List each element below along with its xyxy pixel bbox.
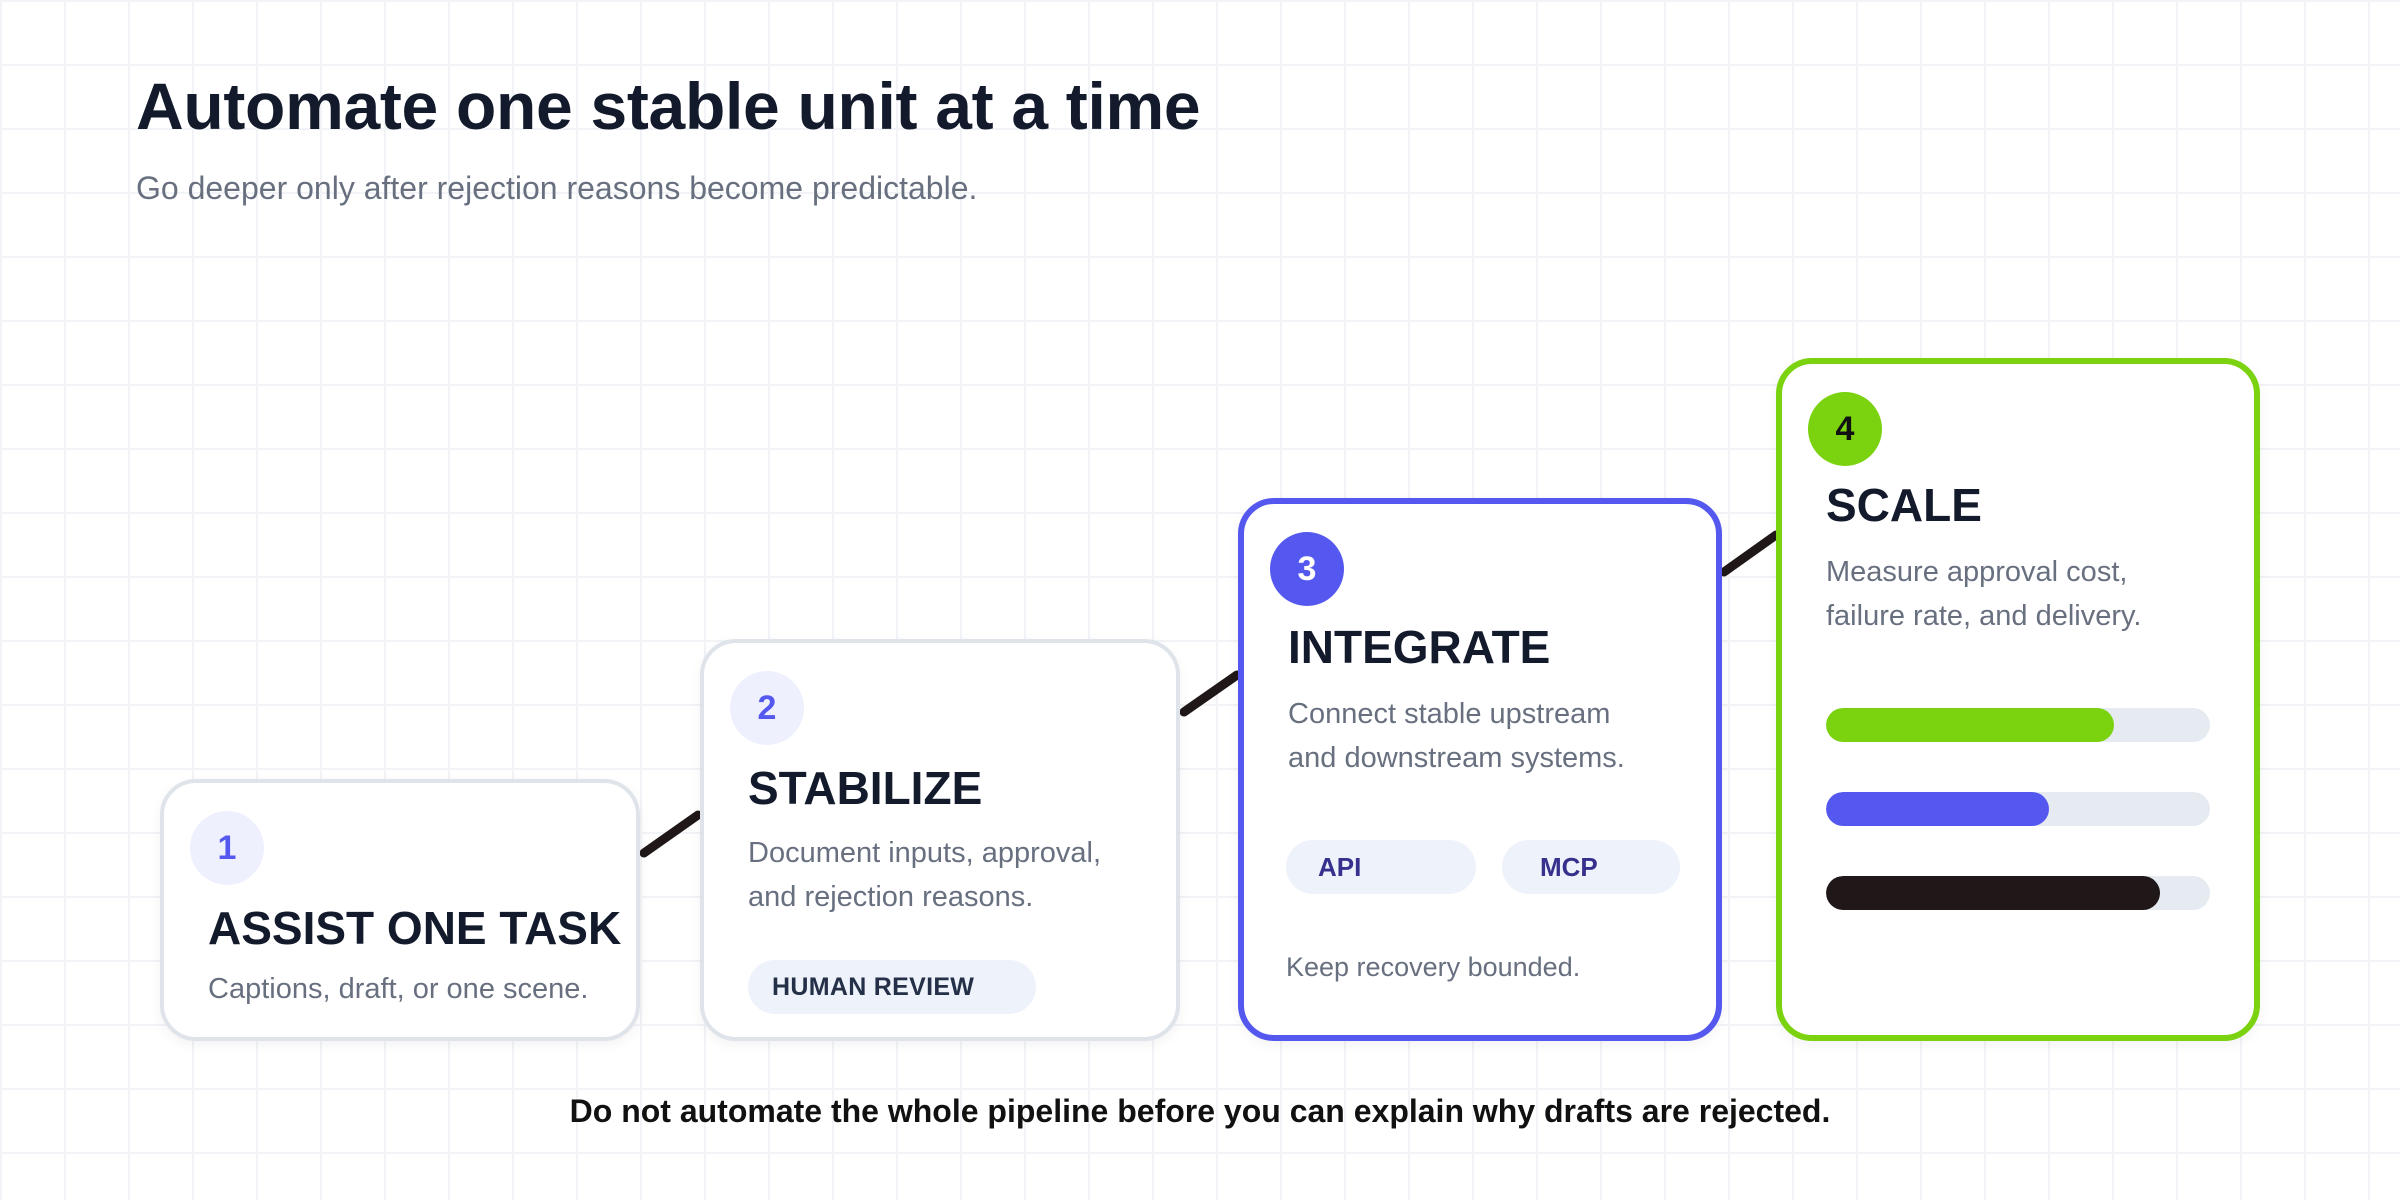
footer-note: Do not automate the whole pipeline befor… — [569, 1093, 1831, 1129]
step-description: Connect stable upstream and downstream s… — [1288, 692, 1625, 780]
step-description-line: Captions, draft, or one scene. — [208, 973, 589, 1005]
connector-1-2 — [639, 810, 703, 858]
metric-bar-fill — [1826, 708, 2114, 742]
metric-bar-fill — [1826, 792, 2049, 826]
step-description-line: and rejection reasons. — [748, 881, 1034, 913]
step-title: ASSIST ONE TASK — [208, 902, 622, 954]
step-note: Keep recovery bounded. — [1286, 952, 1581, 982]
page-title: Automate one stable unit at a time — [136, 69, 1201, 143]
connector-2-3 — [1179, 670, 1242, 717]
step-description-line: Document inputs, approval, — [748, 837, 1102, 869]
step-number-badge: 3 — [1270, 532, 1344, 606]
step-description-line: Measure approval cost, — [1826, 556, 2128, 588]
metric-bar — [1826, 876, 2210, 910]
step-title: INTEGRATE — [1288, 621, 1551, 673]
metric-bar — [1826, 708, 2210, 742]
step-card-scale: 4 SCALE Measure approval cost, failure r… — [1776, 358, 2260, 1041]
step-number-badge: 1 — [190, 811, 264, 885]
step-description-line: failure rate, and delivery. — [1826, 600, 2142, 632]
step-description-line: and downstream systems. — [1288, 742, 1625, 774]
step-number-badge: 2 — [730, 671, 804, 745]
step-description: Document inputs, approval, and rejection… — [748, 831, 1101, 919]
connector-3-4 — [1719, 530, 1781, 577]
step-title: SCALE — [1826, 479, 1982, 531]
metric-bar — [1826, 792, 2210, 826]
metric-bar-fill — [1826, 876, 2161, 910]
step-card-integrate: 3 INTEGRATE Connect stable upstream and … — [1238, 498, 1722, 1041]
mcp-tag: MCP — [1502, 840, 1680, 894]
human-review-tag: HUMAN REVIEW — [748, 960, 1036, 1014]
step-description: Captions, draft, or one scene. — [208, 967, 588, 1011]
page-subtitle: Go deeper only after rejection reasons b… — [136, 170, 978, 206]
api-tag: API — [1286, 840, 1476, 894]
step-card-stabilize: 2 STABILIZE Document inputs, approval, a… — [700, 639, 1180, 1041]
step-description: Measure approval cost, failure rate, and… — [1826, 550, 2141, 638]
step-title: STABILIZE — [748, 762, 983, 814]
step-description-line: Connect stable upstream — [1288, 698, 1611, 730]
step-card-assist: 1 ASSIST ONE TASK Captions, draft, or on… — [160, 779, 640, 1041]
step-number-badge: 4 — [1808, 392, 1882, 466]
